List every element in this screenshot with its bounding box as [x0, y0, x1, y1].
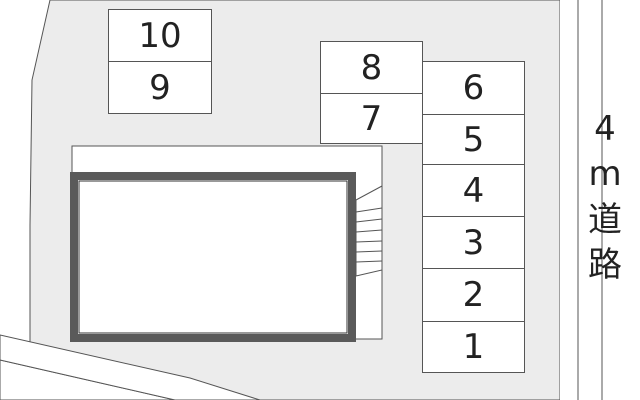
road: [560, 0, 640, 400]
parking-space-2: 2: [422, 268, 525, 322]
parking-space-4: 4: [422, 164, 525, 217]
waterway: [0, 335, 176, 400]
waterway: [0, 334, 261, 400]
stair-steps: [355, 207, 383, 263]
parking-space-7: 7: [320, 93, 423, 144]
parking-space-9: 9: [108, 61, 212, 114]
parking-space-6: 6: [422, 61, 525, 115]
road-label-char: 路: [588, 244, 622, 285]
parking-space-5: 5: [422, 114, 525, 165]
parking-space-1: 1: [422, 321, 525, 373]
road-label-char: 4: [594, 109, 616, 149]
parking-space-3: 3: [422, 216, 525, 269]
road-label-char: 道: [588, 199, 622, 240]
parking-space-8: 8: [320, 41, 423, 94]
building: [70, 172, 356, 342]
road-label: 4 m 道 路: [583, 112, 627, 282]
road-label-char: m: [588, 154, 622, 195]
building-inner-line: [78, 180, 348, 334]
parking-space-10: 10: [108, 9, 212, 62]
